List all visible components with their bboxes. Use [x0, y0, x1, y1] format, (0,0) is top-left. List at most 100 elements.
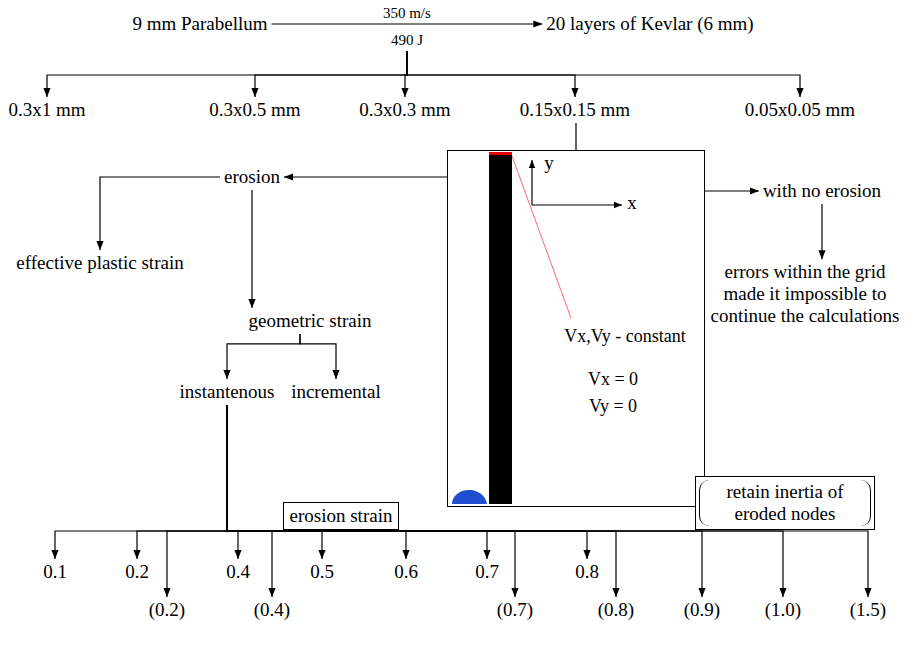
connector-arrow — [227, 405, 406, 559]
text-node: instantenous — [180, 381, 275, 403]
text-node: (0.9) — [684, 599, 720, 621]
node-text: (0.4) — [254, 599, 290, 621]
y-axis — [531, 160, 532, 205]
node-text: 0.4 — [226, 561, 250, 583]
connector-arrow — [407, 51, 575, 97]
edge-label: 350 m/s — [381, 5, 433, 22]
node-text: errors within the grid made it impossibl… — [703, 261, 908, 327]
node-text: 20 layers of Kevlar (6 mm) — [546, 13, 753, 35]
node-text: 0.3x0.5 mm — [209, 99, 300, 121]
connector-arrow — [821, 204, 822, 259]
node-text: (0.2) — [149, 599, 185, 621]
connector-arrow — [227, 405, 587, 559]
node-text: Vx,Vy - constant — [564, 326, 685, 347]
connector-arrow — [55, 405, 227, 559]
text-node: (0.4) — [254, 599, 290, 621]
text-node: 0.3x1 mm — [8, 99, 85, 121]
text-node: 0.3x0.3 mm — [359, 99, 450, 121]
connector-arrow — [167, 405, 227, 597]
node-text: 0.3x0.3 mm — [359, 99, 450, 121]
text-node: geometric strain — [249, 310, 372, 332]
text-node: with no erosion — [763, 180, 881, 202]
node-text: 9 mm Parabellum — [132, 13, 267, 35]
node-text: effective plastic strain — [16, 252, 183, 274]
connector-arrow — [227, 334, 300, 379]
connector-arrow — [284, 176, 447, 177]
connector-arrow — [300, 334, 336, 379]
connector-arrow — [705, 190, 759, 191]
node-text: (1.0) — [765, 599, 801, 621]
connector-arrow — [47, 51, 407, 97]
node-text: geometric strain — [249, 310, 372, 332]
connector-arrow — [227, 405, 515, 597]
connector-arrow — [227, 405, 616, 597]
text-node: (1.5) — [850, 599, 886, 621]
text-node: 0.15x0.15 mm — [520, 99, 630, 121]
text-node: erosion — [224, 166, 280, 188]
axis-label: x — [627, 193, 637, 214]
projectile — [452, 490, 487, 504]
x-axis — [532, 204, 622, 205]
node-text: (0.8) — [598, 599, 634, 621]
connector-arrow — [407, 51, 800, 97]
connector-arrow — [227, 405, 487, 559]
connector-arrow — [227, 405, 322, 559]
text-node: 0.6 — [394, 561, 418, 583]
energy-label: 490 J — [391, 32, 423, 49]
node-text: Vy = 0 — [589, 396, 637, 417]
connector-arrow — [227, 405, 238, 559]
connector-arrow — [227, 405, 702, 597]
axis-label: y — [544, 153, 554, 174]
node-text: 0.5 — [310, 561, 334, 583]
connector-arrow — [100, 177, 220, 250]
text-node: 0.2 — [125, 561, 149, 583]
node-text: retain inertia of eroded nodes — [699, 480, 871, 526]
node-text: 0.8 — [575, 561, 599, 583]
connector-arrow — [251, 190, 252, 308]
text-node: 0.05x0.05 mm — [745, 99, 855, 121]
node-text: (0.7) — [497, 599, 533, 621]
connector-arrow — [137, 405, 227, 559]
text-node: (1.0) — [765, 599, 801, 621]
node-text: 0.6 — [394, 561, 418, 583]
connector-arrow — [272, 23, 543, 24]
text-node: (0.7) — [497, 599, 533, 621]
simulation-box: Vx,Vy - constant Vx = 0 Vy = 0 — [447, 150, 705, 507]
text-node: 9 mm Parabellum — [132, 13, 267, 35]
outlined-box: erosion strain — [283, 502, 400, 530]
text-node: incremental — [291, 381, 381, 403]
node-text: erosion strain — [290, 505, 393, 527]
node-text: 0.05x0.05 mm — [745, 99, 855, 121]
text-node: 0.7 — [475, 561, 499, 583]
kevlar-target — [489, 155, 512, 504]
text-node: effective plastic strain — [16, 252, 183, 274]
outlined-box: retain inertia of eroded nodes — [695, 476, 875, 530]
connector-arrow — [227, 405, 272, 597]
connector-arrow — [255, 51, 407, 97]
node-text: (1.5) — [850, 599, 886, 621]
node-text: incremental — [291, 381, 381, 403]
node-text: Vx = 0 — [588, 369, 638, 390]
text-node: 0.3x0.5 mm — [209, 99, 300, 121]
node-text: 0.15x0.15 mm — [520, 99, 630, 121]
text-node: errors within the grid made it impossibl… — [703, 261, 908, 327]
node-text: 0.2 — [125, 561, 149, 583]
text-node: 0.1 — [43, 561, 67, 583]
node-text: instantenous — [180, 381, 275, 403]
text-node: 20 layers of Kevlar (6 mm) — [546, 13, 753, 35]
connector-arrow — [575, 123, 576, 150]
node-text: 0.7 — [475, 561, 499, 583]
node-text: erosion — [224, 166, 280, 188]
node-text: (0.9) — [684, 599, 720, 621]
text-node: 0.8 — [575, 561, 599, 583]
node-text: 0.3x1 mm — [8, 99, 85, 121]
text-node: 0.4 — [226, 561, 250, 583]
text-node: 0.5 — [310, 561, 334, 583]
constrained-edge — [489, 152, 512, 155]
text-node: (0.2) — [149, 599, 185, 621]
node-text: with no erosion — [763, 180, 881, 202]
